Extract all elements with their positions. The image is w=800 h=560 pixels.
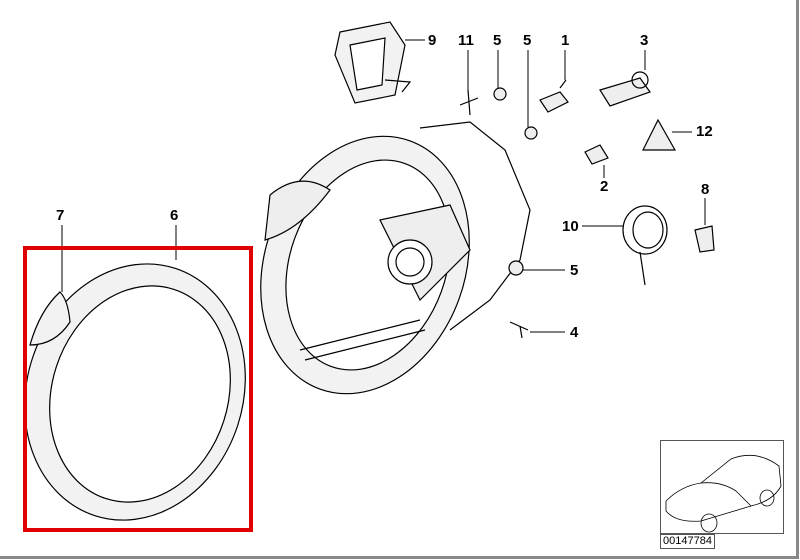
label-part-9[interactable]: 9: [428, 32, 437, 49]
label-part-7[interactable]: 7: [56, 207, 65, 224]
bulb-h1[interactable]: [599, 71, 651, 107]
headlight-cap[interactable]: [334, 21, 412, 104]
clip[interactable]: [694, 225, 715, 253]
bulb-small[interactable]: [584, 144, 609, 165]
warning-triangle-sticker[interactable]: [642, 118, 677, 151]
label-part-10[interactable]: 10: [562, 218, 579, 235]
headlight-housing[interactable]: [226, 107, 531, 423]
label-part-4[interactable]: 4: [570, 324, 579, 341]
label-part-1[interactable]: 1: [561, 32, 570, 49]
vehicle-thumbnail: [660, 440, 784, 534]
nut-5c[interactable]: [508, 260, 524, 276]
label-part-11[interactable]: 11: [458, 32, 474, 49]
label-part-12[interactable]: 12: [696, 123, 713, 140]
label-part-5[interactable]: 5: [523, 32, 532, 49]
label-part-5[interactable]: 5: [570, 262, 579, 279]
label-part-8[interactable]: 8: [701, 181, 710, 198]
nut-5a[interactable]: [493, 87, 507, 101]
car-outline-icon: [665, 454, 782, 533]
bulb-h7[interactable]: [539, 79, 569, 113]
label-part-6[interactable]: 6: [170, 207, 179, 224]
cover-lens[interactable]: [29, 291, 71, 346]
screw-11[interactable]: [459, 89, 479, 116]
label-part-2[interactable]: 2: [600, 178, 609, 195]
label-part-5[interactable]: 5: [493, 32, 502, 49]
label-part-3[interactable]: 3: [640, 32, 649, 49]
selected-part-highlight: [23, 246, 253, 532]
screw-4[interactable]: [509, 321, 529, 339]
trim-ring[interactable]: [0, 235, 278, 549]
nut-5b[interactable]: [524, 126, 538, 140]
leader-lines: [61, 39, 706, 333]
diagram-reference-number: 00147784: [660, 534, 715, 549]
cover-ring-10[interactable]: [622, 205, 668, 286]
